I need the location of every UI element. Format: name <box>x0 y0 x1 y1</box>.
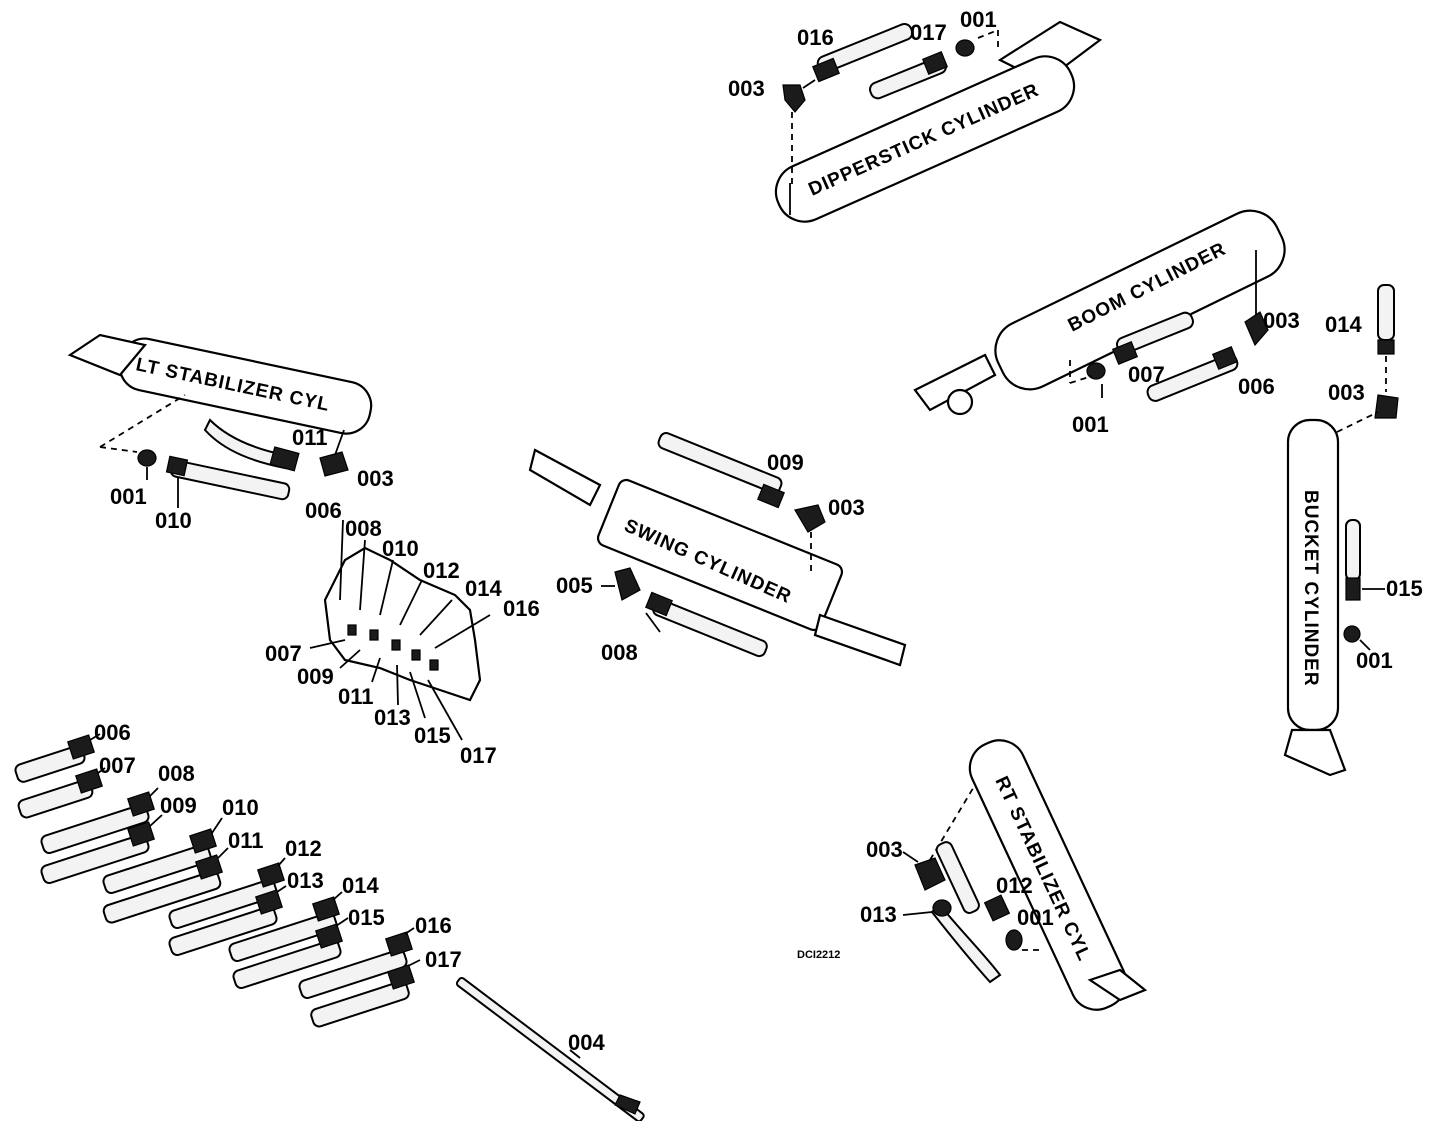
hose-013 <box>168 885 287 956</box>
callout-013: 013 <box>287 868 324 893</box>
callout-012: 012 <box>285 836 322 861</box>
lt-stabilizer-hoses <box>99 394 349 508</box>
callout-009: 009 <box>767 450 804 475</box>
callout-014: 014 <box>342 873 379 898</box>
swing-hoses <box>601 432 826 658</box>
callout-001: 001 <box>960 7 997 32</box>
callout-011: 011 <box>338 684 374 709</box>
callout-003: 003 <box>728 76 765 101</box>
callout-007: 007 <box>265 641 302 666</box>
bucket-cylinder: BUCKET CYLINDER <box>1283 418 1347 777</box>
callout-007: 007 <box>99 753 136 778</box>
hose-014 <box>228 891 343 962</box>
callout-012: 012 <box>996 873 1033 898</box>
callout-017: 017 <box>425 947 462 972</box>
callout-016: 016 <box>415 913 452 938</box>
hose-007 <box>17 767 106 819</box>
dipperstick-hoses <box>782 22 999 185</box>
hose-006 <box>14 733 101 783</box>
callout-013: 013 <box>860 902 897 927</box>
callout-015: 015 <box>414 723 451 748</box>
bucket-cylinder-label: BUCKET CYLINDER <box>1300 490 1321 687</box>
loose-hoses <box>14 733 421 1028</box>
callout-010: 010 <box>222 795 259 820</box>
callout-010: 010 <box>382 536 419 561</box>
figure-id: DCI2212 <box>797 949 840 961</box>
callout-014: 014 <box>465 576 502 601</box>
callout-010: 010 <box>155 508 192 533</box>
callout-003: 003 <box>828 495 865 520</box>
callout-001: 001 <box>1356 648 1393 673</box>
lt-stabilizer-cylinder: LT STABILIZER CYL <box>67 333 373 435</box>
callout-003: 003 <box>1263 308 1300 333</box>
callout-006: 006 <box>94 720 131 745</box>
hose-012 <box>168 857 286 929</box>
callout-001: 001 <box>1072 412 1109 437</box>
hose-008 <box>40 787 159 854</box>
control-valve <box>309 519 491 741</box>
hose-015 <box>232 917 349 989</box>
callout-009: 009 <box>160 793 197 818</box>
callout-003: 003 <box>357 466 394 491</box>
dipperstick-cylinder: DIPPERSTICK CYLINDER <box>774 20 1103 223</box>
callout-017: 017 <box>910 20 947 45</box>
callout-008: 008 <box>158 761 195 786</box>
callout-004: 004 <box>568 1030 605 1055</box>
callout-012: 012 <box>423 558 460 583</box>
callout-005: 005 <box>556 573 593 598</box>
callout-008: 008 <box>345 516 382 541</box>
hose-009 <box>40 814 163 884</box>
hose-017 <box>310 959 421 1028</box>
hose-016 <box>298 927 415 999</box>
callout-015: 015 <box>1386 576 1423 601</box>
rt-stabilizer-hoses <box>902 784 1040 984</box>
tube-004 <box>455 976 645 1123</box>
callout-016: 016 <box>503 596 540 621</box>
hose-011 <box>102 847 229 924</box>
dipperstick-cylinder-label: DIPPERSTICK CYLINDER <box>805 80 1042 201</box>
callout-006: 006 <box>1238 374 1275 399</box>
callout-017: 017 <box>460 743 497 768</box>
callout-016: 016 <box>797 25 834 50</box>
callout-011: 011 <box>292 425 328 450</box>
callout-003: 003 <box>866 837 903 862</box>
callout-006: 006 <box>305 498 342 523</box>
callout-007: 007 <box>1128 362 1165 387</box>
boom-hoses <box>1069 311 1269 402</box>
callout-009: 009 <box>297 664 334 689</box>
callout-001: 001 <box>110 484 147 509</box>
callout-015: 015 <box>348 905 385 930</box>
callout-008: 008 <box>601 640 638 665</box>
callout-003: 003 <box>1328 380 1365 405</box>
callout-011: 011 <box>228 828 264 853</box>
hose-010 <box>102 817 223 894</box>
callout-013: 013 <box>374 705 411 730</box>
callout-001: 001 <box>1017 905 1054 930</box>
callout-014: 014 <box>1325 312 1362 337</box>
bucket-hoses <box>1336 284 1399 651</box>
